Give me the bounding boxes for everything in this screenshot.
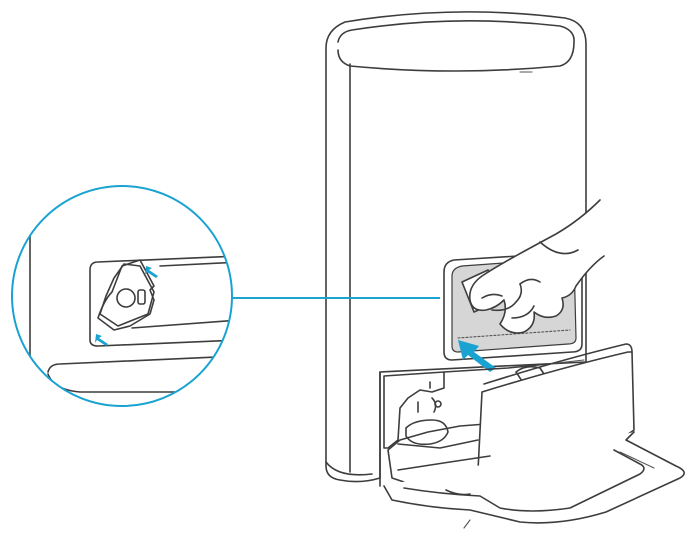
tray-component-2 (417, 397, 437, 413)
tray-back-wall (443, 363, 549, 373)
detail-arrow-icon (145, 266, 158, 278)
hand (468, 199, 605, 334)
main-arrow-icon (458, 340, 496, 372)
detail-bag-bottom-edge (131, 319, 232, 329)
dust-bag-seam (457, 329, 571, 339)
detail-bag-card (97, 259, 155, 331)
dock-tray (379, 343, 685, 529)
tray-ramp-detail (463, 451, 655, 529)
dock-tower-base (325, 461, 373, 476)
detail-compartment-frame (89, 255, 232, 347)
detail-base-top (47, 355, 232, 373)
dock-tower-body (325, 11, 587, 483)
detail-magnifier-ring (11, 185, 233, 407)
detail-magnifier (11, 185, 233, 407)
tray-left-wall (383, 371, 445, 449)
dock-lid (337, 20, 575, 72)
detail-card-slot (137, 289, 146, 305)
hand-finger-2 (491, 283, 523, 312)
tray-component-1 (405, 419, 449, 446)
hand-finger-3 (511, 305, 535, 319)
detail-arrow-icon (95, 334, 108, 346)
detail-card-hole (116, 288, 136, 308)
tray-flap-edge (483, 343, 633, 385)
tray-ramp-inner (403, 449, 645, 512)
tray-ramp-groove-1 (445, 489, 471, 496)
hand-finger-1 (481, 293, 503, 299)
dock-station (325, 11, 587, 483)
tray-ramp (383, 431, 685, 524)
hand-knuckle (519, 278, 541, 285)
hand-wrist (539, 241, 579, 255)
tray-ramp-groove-2 (397, 455, 491, 471)
tray-connector (397, 439, 479, 449)
tray-screw (434, 400, 442, 408)
hand-outline (468, 199, 605, 334)
detail-bag-card-outline (99, 263, 155, 327)
